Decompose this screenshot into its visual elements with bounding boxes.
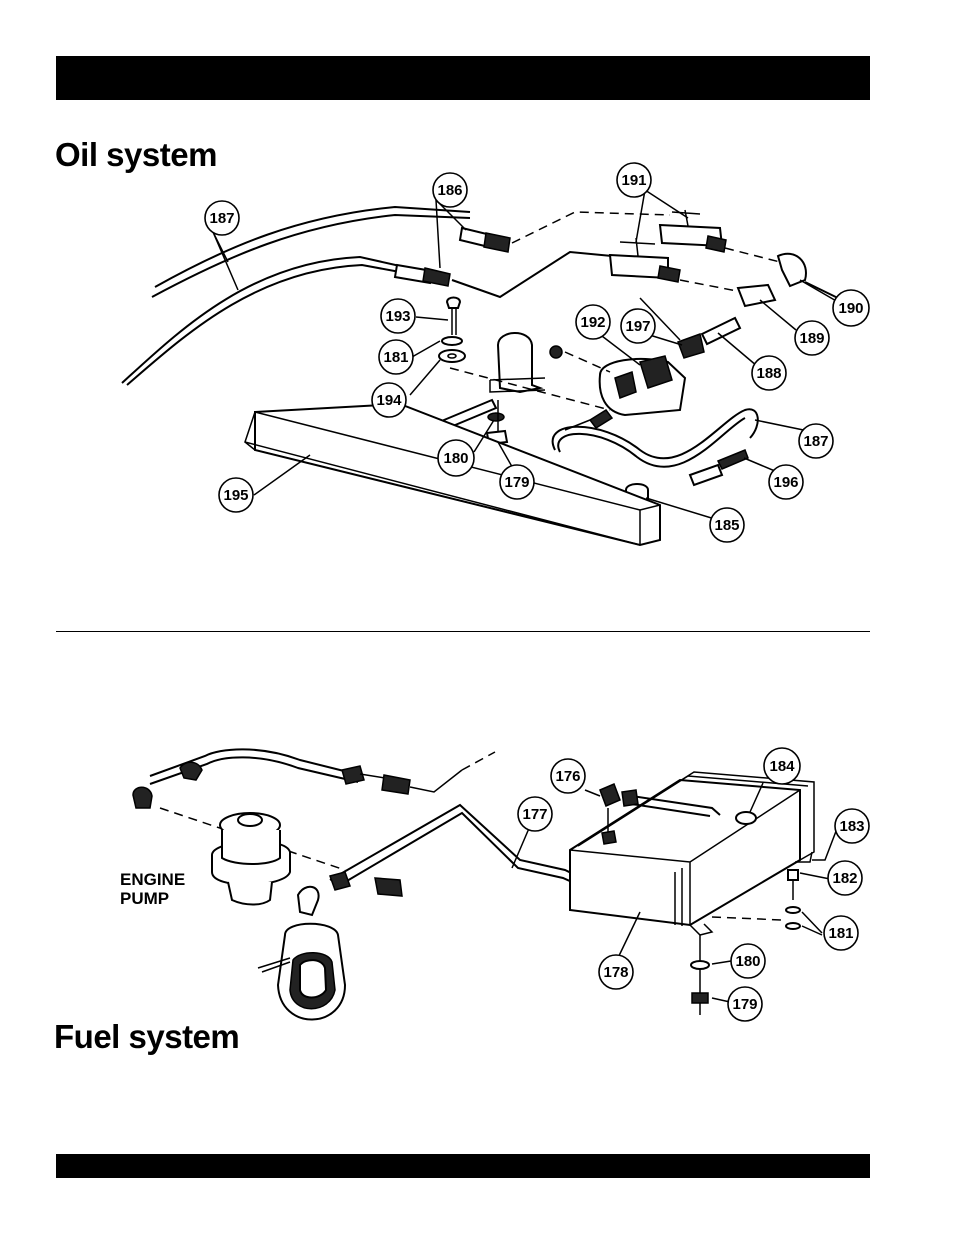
oil-callout-191: 191 bbox=[617, 163, 651, 197]
callout-label: 196 bbox=[773, 474, 798, 491]
oil-callout-186: 186 bbox=[433, 173, 467, 207]
callout-label: 187 bbox=[209, 210, 234, 227]
callout-label: 178 bbox=[603, 964, 628, 981]
callout-label: 179 bbox=[732, 996, 757, 1013]
oil-callout-194: 194 bbox=[372, 383, 406, 417]
fuel-callout-183: 183 bbox=[835, 809, 869, 843]
fuel-callout-180: 180 bbox=[731, 944, 765, 978]
callout-label: 184 bbox=[769, 758, 795, 775]
fuel-callout-184: 184 bbox=[764, 748, 800, 784]
fuel-callout-177: 177 bbox=[518, 797, 552, 831]
oil-callout-188: 188 bbox=[752, 356, 786, 390]
callout-label: 179 bbox=[504, 474, 529, 491]
oil-callout-197: 197 bbox=[621, 309, 655, 343]
fuel-callout-182: 182 bbox=[828, 861, 862, 895]
callout-label: 182 bbox=[832, 870, 857, 887]
oil-callout-179: 179 bbox=[500, 465, 534, 499]
oil-callout-180: 180 bbox=[438, 440, 474, 476]
callout-label: 191 bbox=[621, 172, 646, 189]
engine-pump-label-line2: PUMP bbox=[120, 889, 169, 908]
fuel-system-diagram bbox=[133, 749, 838, 1019]
oil-callout-192: 192 bbox=[576, 305, 610, 339]
oil-callout-190: 190 bbox=[833, 290, 869, 326]
callout-label: 181 bbox=[383, 349, 408, 366]
oil-callout-189: 189 bbox=[795, 321, 829, 355]
oil-callout-187-upper: 187 bbox=[205, 201, 239, 235]
oil-callout-193: 193 bbox=[381, 299, 415, 333]
callout-label: 190 bbox=[838, 300, 863, 317]
callout-label: 180 bbox=[443, 450, 468, 467]
fuel-callout-179: 179 bbox=[728, 987, 762, 1021]
callout-label: 180 bbox=[735, 953, 760, 970]
callout-label: 183 bbox=[839, 818, 864, 835]
callout-label: 187 bbox=[803, 433, 828, 450]
callout-label: 186 bbox=[437, 182, 462, 199]
callout-label: 185 bbox=[714, 517, 739, 534]
callout-label: 181 bbox=[828, 925, 853, 942]
callout-label: 188 bbox=[756, 365, 781, 382]
callout-label: 177 bbox=[522, 806, 547, 823]
callout-label: 193 bbox=[385, 308, 410, 325]
fuel-callout-178: 178 bbox=[599, 955, 633, 989]
callout-label: 176 bbox=[555, 768, 580, 785]
fuel-callout-181: 181 bbox=[824, 916, 858, 950]
oil-callout-181: 181 bbox=[379, 340, 413, 374]
oil-callout-196: 196 bbox=[769, 465, 803, 499]
callout-label: 192 bbox=[580, 314, 605, 331]
callout-label: 189 bbox=[799, 330, 824, 347]
oil-callout-187-lower: 187 bbox=[799, 424, 833, 458]
engine-pump-label-line1: ENGINE bbox=[120, 870, 185, 889]
oil-callout-185: 185 bbox=[710, 508, 744, 542]
fuel-callout-176: 176 bbox=[551, 759, 585, 793]
callout-label: 195 bbox=[223, 487, 248, 504]
callout-label: 197 bbox=[625, 318, 650, 335]
oil-callout-195: 195 bbox=[219, 478, 253, 512]
callout-label: 194 bbox=[376, 392, 402, 409]
